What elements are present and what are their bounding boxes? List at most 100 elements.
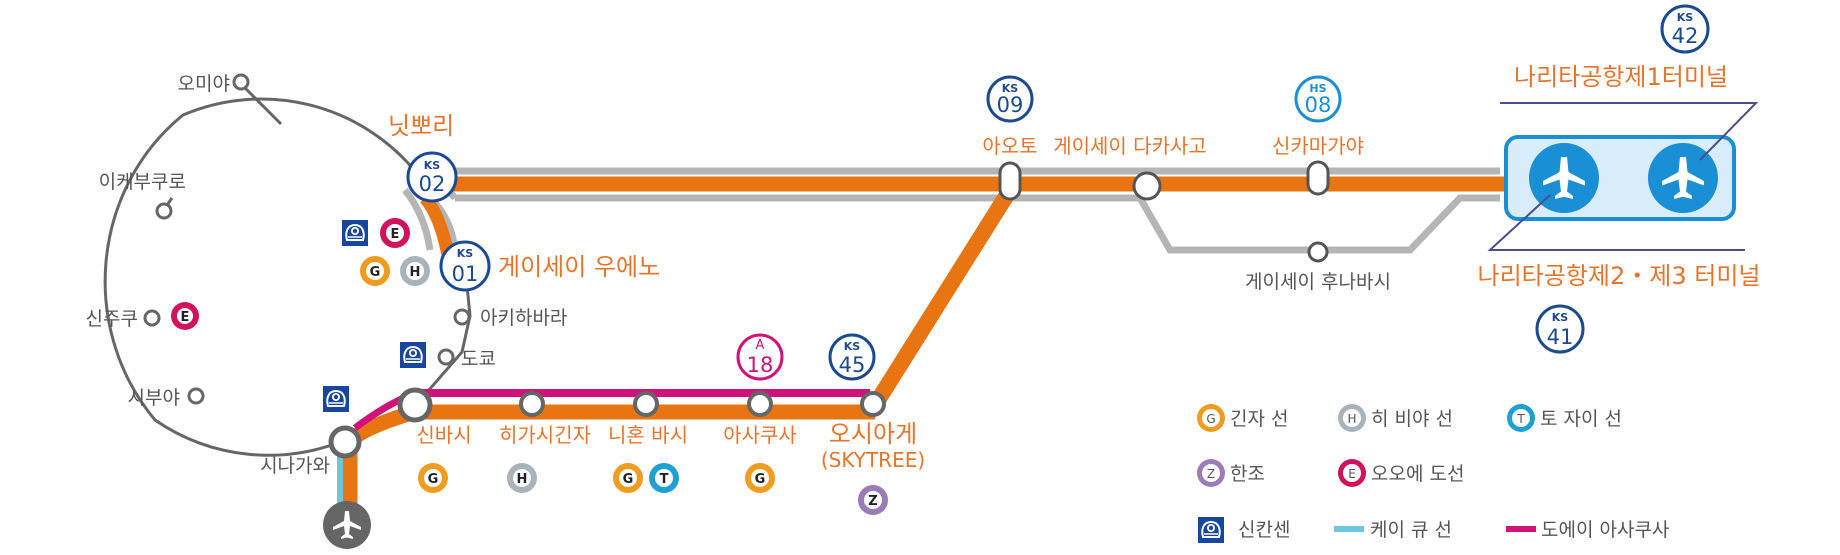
hibiya-badge-icon: H — [507, 463, 537, 493]
svg-text:KS: KS — [1552, 311, 1569, 324]
station-shin-kamagaya[interactable]: HS 08 신카마가야 — [1272, 75, 1364, 196]
svg-text:E: E — [181, 310, 190, 325]
station-higashi-ginza[interactable]: 히가시긴자 H — [499, 391, 591, 493]
station-sublabel: (SKYTREE) — [821, 448, 925, 472]
shinkansen-icon — [341, 219, 369, 247]
svg-text:G: G — [370, 265, 381, 280]
station-label: 오시아게 — [829, 420, 917, 448]
station-shinagawa[interactable]: 시나가와 — [260, 385, 362, 477]
svg-text:히 비야 선: 히 비야 선 — [1371, 408, 1453, 430]
ring-station-tokyo[interactable]: 도쿄 — [399, 341, 496, 370]
legend-item-oedo: E 오오에 도선 — [1338, 459, 1464, 487]
legend-item-tozai: T 토 자이 선 — [1507, 404, 1622, 432]
hanzomon-badge-icon: Z — [858, 485, 888, 515]
station-oshiage[interactable]: KS 45 오시아게 (SKYTREE) Z — [821, 333, 925, 515]
svg-text:42: 42 — [1672, 24, 1699, 48]
airport-terminal-2-3-icon[interactable] — [1529, 143, 1599, 213]
legend-item-keikyu: 케이 큐 선 — [1334, 519, 1452, 541]
svg-text:41: 41 — [1547, 325, 1574, 349]
legend-item-asakusa: 도에이 아사쿠사 — [1506, 519, 1669, 541]
shinkansen-icon — [322, 385, 350, 413]
svg-text:KS: KS — [1677, 11, 1694, 24]
svg-text:H: H — [410, 265, 421, 280]
station-label: 도쿄 — [461, 348, 496, 370]
station-label: 나리타공항제1터미널 — [1514, 63, 1728, 91]
svg-text:18: 18 — [747, 353, 774, 377]
svg-text:도에이 아사쿠사: 도에이 아사쿠사 — [1541, 519, 1669, 541]
svg-text:45: 45 — [839, 353, 866, 377]
ginza-badge-icon: G — [745, 463, 775, 493]
svg-text:01: 01 — [452, 262, 479, 286]
station-label: 닛뽀리 — [388, 112, 454, 140]
svg-text:토 자이 선: 토 자이 선 — [1540, 408, 1622, 430]
haneda-airport-icon[interactable] — [323, 501, 371, 549]
svg-text:HS: HS — [1309, 82, 1326, 95]
svg-text:케이 큐 선: 케이 큐 선 — [1370, 519, 1452, 541]
svg-text:T: T — [660, 472, 669, 487]
station-narita-t2-t3[interactable]: 나리타공항제2・제3 터미널 KS 41 — [1478, 262, 1761, 354]
svg-text:08: 08 — [1305, 93, 1332, 117]
airport-terminal-1-icon[interactable] — [1648, 143, 1718, 213]
tozai-badge-icon: T — [649, 463, 679, 493]
station-label: 신주쿠 — [86, 308, 138, 330]
station-label: 나리타공항제2・제3 터미널 — [1478, 262, 1761, 290]
svg-text:KS: KS — [457, 247, 474, 260]
station-label: 오미야 — [178, 73, 230, 95]
station-keisei-funabashi[interactable]: 게이세이 후나바시 — [1245, 241, 1391, 293]
ginza-badge-icon: G — [360, 256, 390, 286]
station-narita-t1[interactable]: KS 42 나리타공항제1터미널 — [1514, 4, 1728, 91]
svg-text:G: G — [428, 472, 439, 487]
ring-station-ikebukuro[interactable]: 이케부쿠로 — [99, 171, 186, 220]
svg-text:한조: 한조 — [1230, 463, 1265, 485]
oedo-badge-icon: E — [171, 302, 199, 330]
station-label: 게이세이 우에노 — [498, 253, 660, 281]
svg-text:H: H — [517, 472, 528, 487]
station-label: 아사쿠사 — [723, 423, 797, 447]
shinkansen-icon — [1197, 516, 1225, 544]
hibiya-badge-icon: H — [400, 256, 430, 286]
narita-airport[interactable] — [1487, 102, 1759, 251]
station-nippori[interactable]: KS 02 닛뽀리 — [388, 112, 458, 203]
station-shimbashi[interactable]: 신바시 G — [397, 387, 472, 493]
station-label: 시나가와 — [260, 455, 330, 477]
keikyu-line-swatch — [1334, 526, 1364, 532]
svg-text:H: H — [1347, 412, 1356, 426]
svg-text:Z: Z — [868, 494, 877, 509]
station-label: 이케부쿠로 — [99, 171, 186, 193]
svg-text:G: G — [1206, 412, 1215, 426]
ring-station-akihabara[interactable]: 아키하바라 — [453, 307, 567, 329]
station-label: 시부야 — [128, 387, 180, 409]
svg-text:KS: KS — [1002, 82, 1019, 95]
station-label: 신바시 — [416, 423, 471, 447]
station-keisei-ueno[interactable]: E G H KS 01 게이세이 우에노 — [341, 218, 660, 292]
oedo-badge-icon: E — [380, 218, 410, 248]
svg-text:신칸센: 신칸센 — [1238, 519, 1290, 541]
ring-station-omiya[interactable]: 오미야 — [178, 73, 250, 95]
station-label: 게이세이 후나바시 — [1245, 271, 1391, 293]
svg-text:KS: KS — [424, 159, 441, 172]
station-label: 니혼 바시 — [608, 423, 688, 447]
svg-text:Z: Z — [1207, 467, 1215, 481]
station-aoto[interactable]: KS 09 아오토 — [982, 75, 1038, 201]
station-label: 아키하바라 — [480, 307, 567, 329]
asakusa-line-swatch — [1506, 526, 1536, 532]
svg-text:02: 02 — [419, 172, 446, 196]
ring-station-shinjuku[interactable]: 신주쿠 E — [86, 302, 199, 330]
svg-text:오오에 도선: 오오에 도선 — [1371, 463, 1464, 485]
station-keisei-takasago[interactable]: 게이세이 다카사고 — [1053, 134, 1207, 201]
shinkansen-icon — [399, 341, 427, 369]
svg-text:G: G — [755, 472, 766, 487]
station-asakusa[interactable]: A 18 아사쿠사 G — [723, 333, 797, 493]
svg-text:긴자 선: 긴자 선 — [1230, 408, 1288, 430]
ginza-badge-icon: G — [418, 463, 448, 493]
svg-text:G: G — [623, 472, 634, 487]
station-label: 게이세이 다카사고 — [1053, 134, 1207, 158]
ring-station-shibuya[interactable]: 시부야 — [128, 387, 205, 409]
ginza-badge-icon: G — [613, 463, 643, 493]
station-nihombashi[interactable]: 니혼 바시 G T — [608, 391, 688, 493]
legend: G 긴자 선 H 히 비야 선 T 토 자이 선 Z 한조 E 오오에 도선 신… — [1197, 404, 1669, 544]
legend-item-ginza: G 긴자 선 — [1197, 404, 1288, 432]
svg-text:T: T — [1516, 412, 1525, 426]
station-label: 신카마가야 — [1272, 134, 1364, 158]
